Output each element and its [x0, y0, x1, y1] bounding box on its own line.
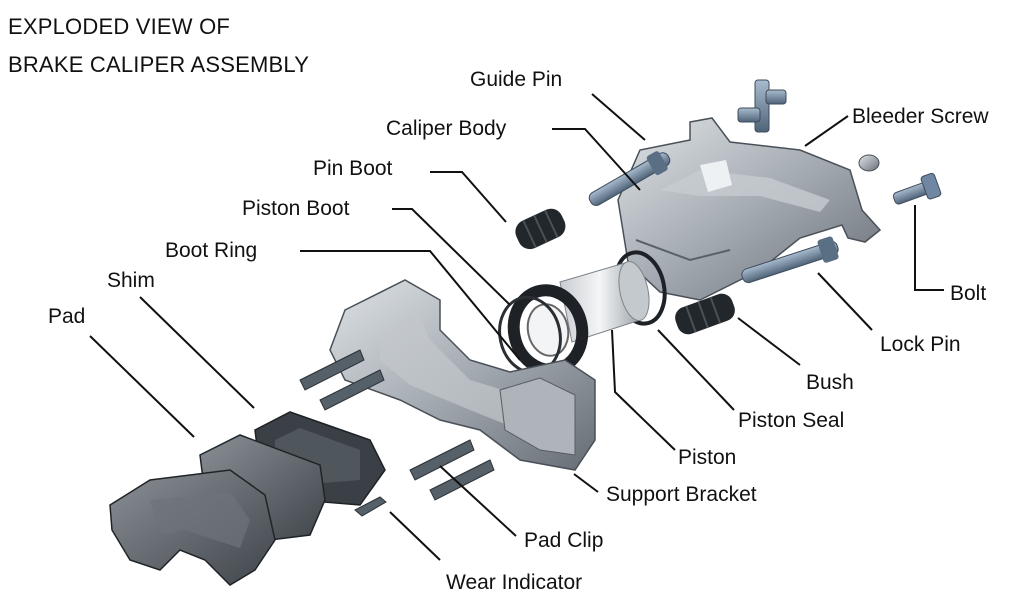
leader-bush	[738, 318, 800, 365]
leader-shim	[140, 297, 254, 408]
label-piston-seal: Piston Seal	[738, 410, 844, 431]
label-wear-indicator: Wear Indicator	[446, 572, 582, 593]
label-guide-pin: Guide Pin	[470, 69, 562, 90]
leader-lock-pin	[818, 273, 872, 330]
label-bush: Bush	[806, 372, 854, 393]
leader-bolt	[915, 205, 944, 290]
leader-pad	[90, 336, 194, 437]
leader-bleeder-screw	[805, 116, 848, 146]
leader-pin-boot	[430, 172, 506, 222]
label-piston-boot: Piston Boot	[242, 198, 349, 219]
label-shim: Shim	[107, 270, 155, 291]
leader-guide-pin	[592, 94, 645, 140]
label-lock-pin: Lock Pin	[880, 334, 961, 355]
label-pad: Pad	[48, 306, 85, 327]
label-pad-clip: Pad Clip	[524, 530, 603, 551]
pin-boot-part	[511, 205, 569, 253]
label-caliper-body: Caliper Body	[386, 118, 506, 139]
pad-front-part	[110, 470, 275, 585]
label-pin-boot: Pin Boot	[313, 158, 392, 179]
label-bleeder-screw: Bleeder Screw	[852, 106, 989, 127]
leader-wear-indicator	[390, 512, 440, 560]
leader-piston-seal	[658, 330, 734, 410]
title-line-1: EXPLODED VIEW OF	[8, 16, 230, 38]
leader-piston	[612, 330, 675, 450]
label-support-bracket: Support Bracket	[606, 484, 757, 505]
leader-support-bracket	[574, 474, 598, 492]
label-bolt: Bolt	[950, 283, 986, 304]
title-line-2: BRAKE CALIPER ASSEMBLY	[8, 54, 309, 76]
label-boot-ring: Boot Ring	[165, 240, 257, 261]
label-piston: Piston	[678, 447, 736, 468]
